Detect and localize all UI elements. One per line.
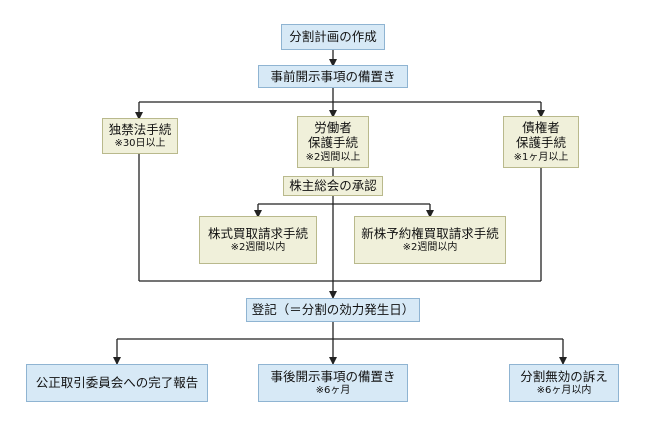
node-plan: 分割計画の作成 (281, 24, 385, 50)
node-creditor-line2: 保護手続 (515, 135, 566, 151)
node-antimonopoly-label: 独禁法手続 (108, 121, 172, 137)
node-labor-note: ※2週間以上 (305, 151, 361, 163)
node-invalid-suit-label: 分割無効の訴え (520, 368, 608, 384)
node-shareholders-label: 株主総会の承認 (289, 178, 377, 194)
node-invalid-suit-note: ※6ヶ月以内 (536, 385, 592, 397)
node-post-disclosure-note: ※6ヶ月 (315, 385, 351, 397)
node-shareholders: 株主総会の承認 (283, 176, 383, 196)
node-share-buyback-label: 株式買取請求手続 (207, 225, 308, 241)
node-warrant-buyback: 新株予約権買取請求手続 ※2週間以内 (354, 216, 506, 264)
node-creditor: 債権者 保護手続 ※1ヶ月以上 (503, 116, 579, 168)
node-labor-line2: 保護手続 (307, 135, 358, 151)
node-ftc-report-label: 公正取引委員会への完了報告 (35, 375, 199, 391)
node-post-disclosure: 事後開示事項の備置き ※6ヶ月 (258, 364, 408, 402)
node-share-buyback-note: ※2週間以内 (230, 242, 286, 254)
node-post-disclosure-label: 事後開示事項の備置き (270, 368, 396, 384)
node-creditor-note: ※1ヶ月以上 (513, 151, 569, 163)
node-invalid-suit: 分割無効の訴え ※6ヶ月以内 (509, 364, 619, 402)
node-prior-disclosure-label: 事前開示事項の備置き (270, 68, 396, 84)
node-warrant-buyback-note: ※2週間以内 (402, 242, 458, 254)
node-warrant-buyback-label: 新株予約権買取請求手続 (361, 225, 499, 241)
node-prior-disclosure: 事前開示事項の備置き (258, 65, 408, 88)
node-labor-line1: 労働者 (314, 120, 352, 136)
node-plan-label: 分割計画の作成 (289, 29, 377, 45)
node-registration-label: 登記（＝分割の効力発生日） (251, 302, 415, 318)
node-antimonopoly-note: ※30日以上 (114, 138, 166, 150)
node-labor: 労働者 保護手続 ※2週間以上 (297, 116, 369, 168)
node-antimonopoly: 独禁法手続 ※30日以上 (102, 118, 178, 154)
node-share-buyback: 株式買取請求手続 ※2週間以内 (199, 216, 317, 264)
node-registration: 登記（＝分割の効力発生日） (246, 298, 420, 322)
node-creditor-line1: 債権者 (522, 120, 560, 136)
node-ftc-report: 公正取引委員会への完了報告 (26, 364, 208, 402)
